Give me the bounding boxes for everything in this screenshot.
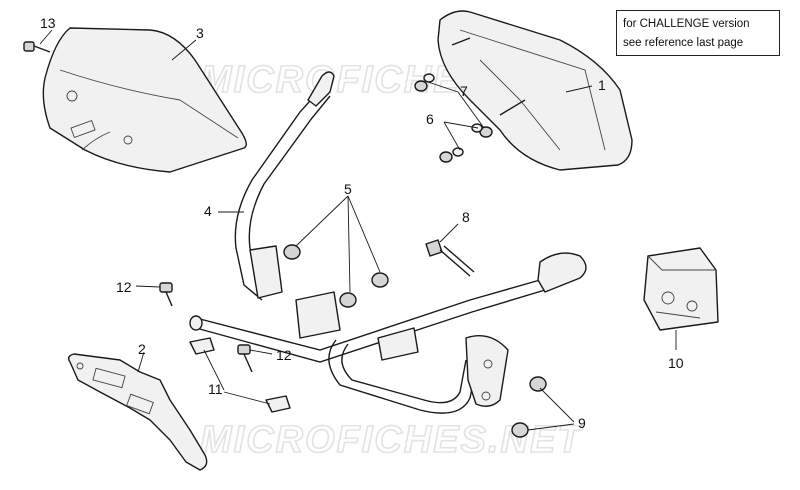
part-11-clips: [189, 337, 291, 413]
callout-2: 2: [138, 341, 146, 357]
part-4-support-frame: [189, 71, 587, 414]
note-line-2: see reference last page: [623, 37, 744, 49]
callout-4: 4: [204, 203, 212, 219]
part-1-instrument-panel: [437, 10, 633, 171]
part-13-screw: [23, 41, 51, 53]
callout-12-upper: 12: [116, 279, 132, 295]
callout-8: 8: [462, 209, 470, 225]
part-5-bushings: [283, 244, 389, 308]
callout-10: 10: [668, 355, 684, 371]
leader-lines: [39, 29, 677, 431]
part-10-hardware-kit: [643, 247, 719, 331]
note-line-1: for CHALLENGE version: [623, 18, 750, 30]
part-7-nuts: [414, 80, 493, 138]
part-12-bolt-lower: [237, 344, 253, 373]
callout-5: 5: [344, 181, 352, 197]
callout-13: 13: [40, 15, 56, 31]
callout-12-lower: 12: [276, 347, 292, 363]
callout-7: 7: [460, 83, 468, 99]
part-2-bracket-plate: [67, 353, 208, 471]
callout-3: 3: [196, 25, 204, 41]
callout-1: 1: [598, 77, 606, 93]
callout-9: 9: [578, 415, 586, 431]
callout-6: 6: [426, 111, 434, 127]
part-12-bolt-upper: [159, 282, 173, 307]
part-3-windscreen: [42, 27, 247, 173]
challenge-version-note: for CHALLENGE version see reference last…: [616, 10, 780, 56]
callout-11: 11: [208, 381, 223, 397]
part-6-washers: [423, 73, 483, 163]
part-8-bolt: [425, 239, 475, 277]
